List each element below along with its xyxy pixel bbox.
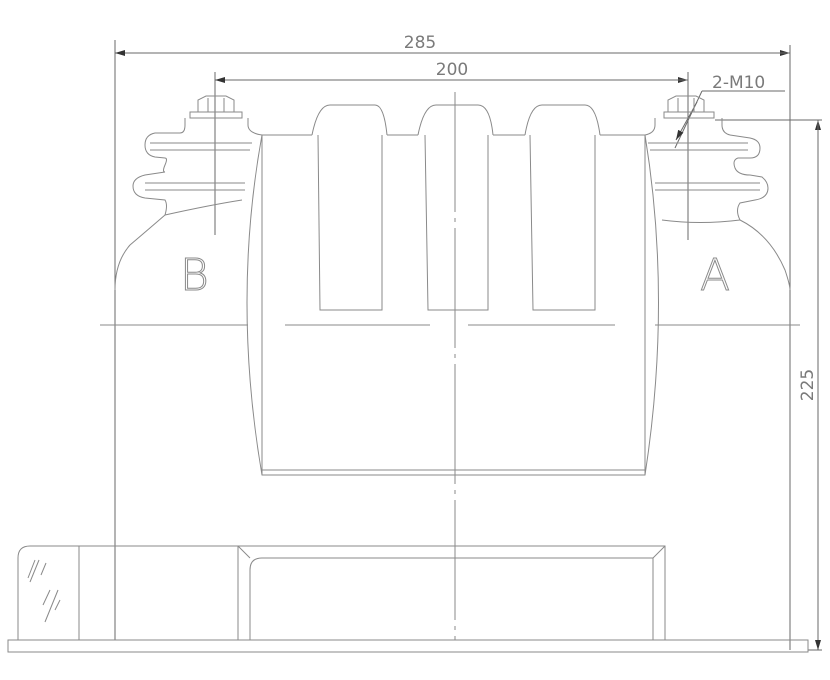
terminal-a-insulator: A <box>644 95 791 302</box>
dimension-225: 225 <box>715 119 822 651</box>
terminal-b-label: B <box>180 250 209 301</box>
center-lines <box>100 92 800 640</box>
mounting-base <box>7 545 809 653</box>
terminal-a-label: A <box>700 250 730 301</box>
dimension-285-label: 285 <box>404 33 436 53</box>
bolt-leader: 2-M10 <box>674 73 785 149</box>
transformer-body <box>246 104 659 476</box>
dimension-285: 285 <box>114 33 791 650</box>
terminal-b-insulator: B <box>114 95 263 302</box>
glass-hatch-marks <box>27 559 61 623</box>
bolt-spec-label: 2-M10 <box>712 73 765 93</box>
dimension-225-label: 225 <box>798 369 818 401</box>
dimension-200: 200 <box>214 60 689 240</box>
dimension-200-label: 200 <box>436 60 468 80</box>
